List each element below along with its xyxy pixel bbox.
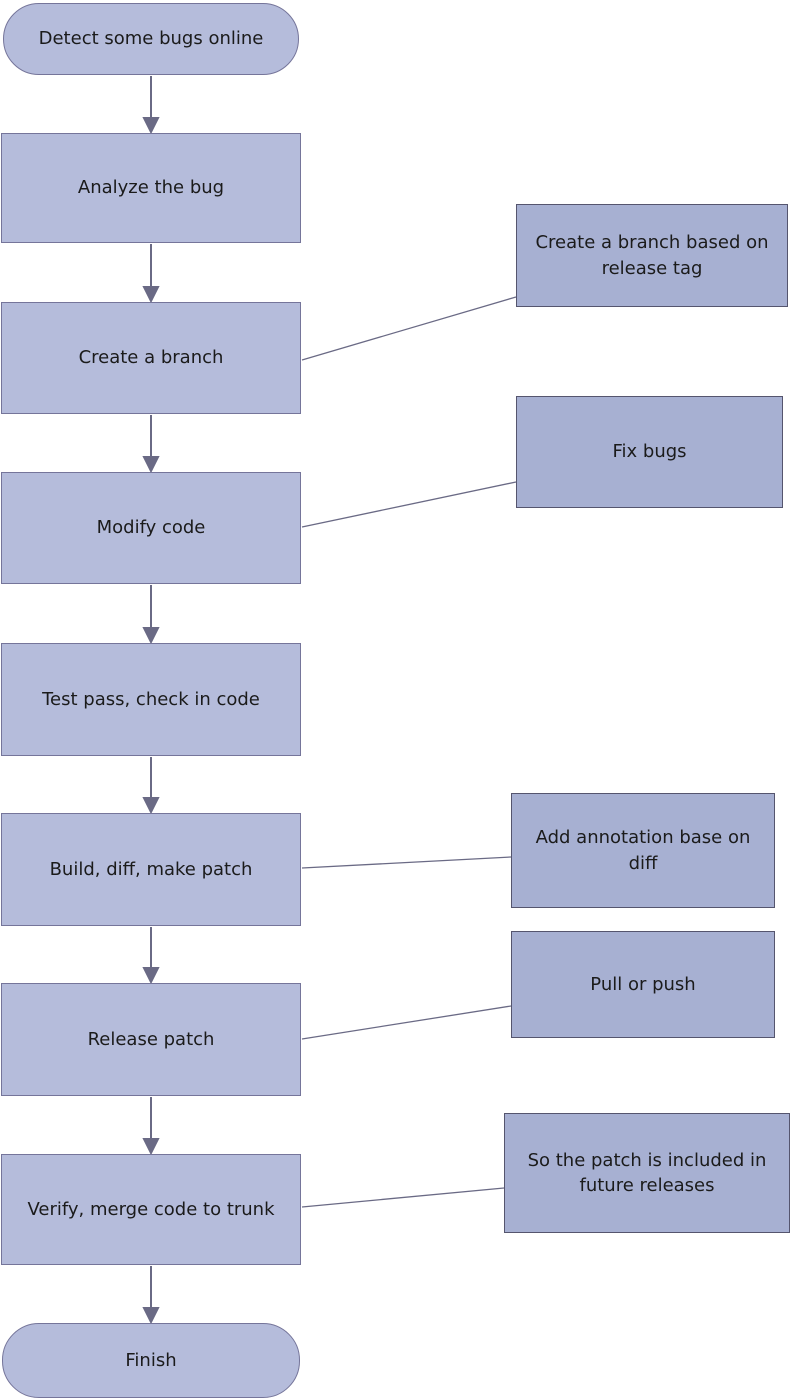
- flow-node-label: Analyze the bug: [77, 177, 225, 199]
- flow-node-test-pass: Test pass, check in code: [1, 643, 301, 756]
- annotation-label: Pull or push: [590, 973, 696, 995]
- flow-node-modify-code: Modify code: [1, 472, 301, 584]
- annotation-label: Add annotation base on diff: [535, 827, 751, 874]
- annotation-label: Fix bugs: [612, 441, 687, 463]
- flow-arrow-analyze-create-branch: [142, 244, 160, 304]
- flow-node-finish: Finish: [2, 1323, 300, 1398]
- annotation-pull-or-push: Pull or push: [511, 931, 775, 1038]
- flow-node-verify-merge: Verify, merge code to trunk: [1, 1154, 301, 1265]
- connector-release-patch-annotation: [301, 1005, 512, 1040]
- flow-node-label: Create a branch: [78, 347, 224, 369]
- flow-arrow-modify-code-test-pass: [142, 585, 160, 645]
- flow-node-label: Finish: [125, 1349, 177, 1371]
- flow-node-label: Build, diff, make patch: [49, 858, 253, 880]
- annotation-label: So the patch is included in future relea…: [527, 1149, 767, 1196]
- annotation-label: Create a branch based on release tag: [535, 232, 769, 279]
- flow-node-build-diff: Build, diff, make patch: [1, 813, 301, 926]
- flow-node-release-patch: Release patch: [1, 983, 301, 1096]
- flow-node-label: Test pass, check in code: [42, 688, 260, 710]
- flow-node-label: Release patch: [87, 1028, 215, 1050]
- connector-verify-merge-annotation: [301, 1187, 505, 1208]
- flow-arrow-test-pass-build-diff: [142, 757, 160, 815]
- flow-arrow-release-patch-verify-merge: [142, 1097, 160, 1156]
- connector-build-diff-annotation: [301, 856, 512, 869]
- flow-node-start: Detect some bugs online: [3, 3, 299, 75]
- annotation-create-branch-based-on-release-tag: Create a branch based on release tag: [516, 204, 788, 307]
- annotation-patch-included-future-releases: So the patch is included in future relea…: [504, 1113, 790, 1233]
- flow-arrow-start-analyze: [142, 76, 160, 135]
- flow-node-label: Modify code: [96, 517, 206, 539]
- flow-node-label: Verify, merge code to trunk: [27, 1198, 275, 1220]
- flow-arrow-create-branch-modify-code: [142, 415, 160, 474]
- annotation-fix-bugs: Fix bugs: [516, 396, 783, 508]
- connector-modify-code-annotation: [301, 481, 517, 528]
- flow-node-analyze: Analyze the bug: [1, 133, 301, 243]
- flow-arrow-build-diff-release-patch: [142, 927, 160, 985]
- connector-create-branch-annotation: [301, 296, 517, 361]
- flow-node-label: Detect some bugs online: [38, 28, 264, 50]
- annotation-add-annotation-base-on-diff: Add annotation base on diff: [511, 793, 775, 908]
- flow-node-create-branch: Create a branch: [1, 302, 301, 414]
- flow-arrow-verify-merge-finish: [142, 1266, 160, 1325]
